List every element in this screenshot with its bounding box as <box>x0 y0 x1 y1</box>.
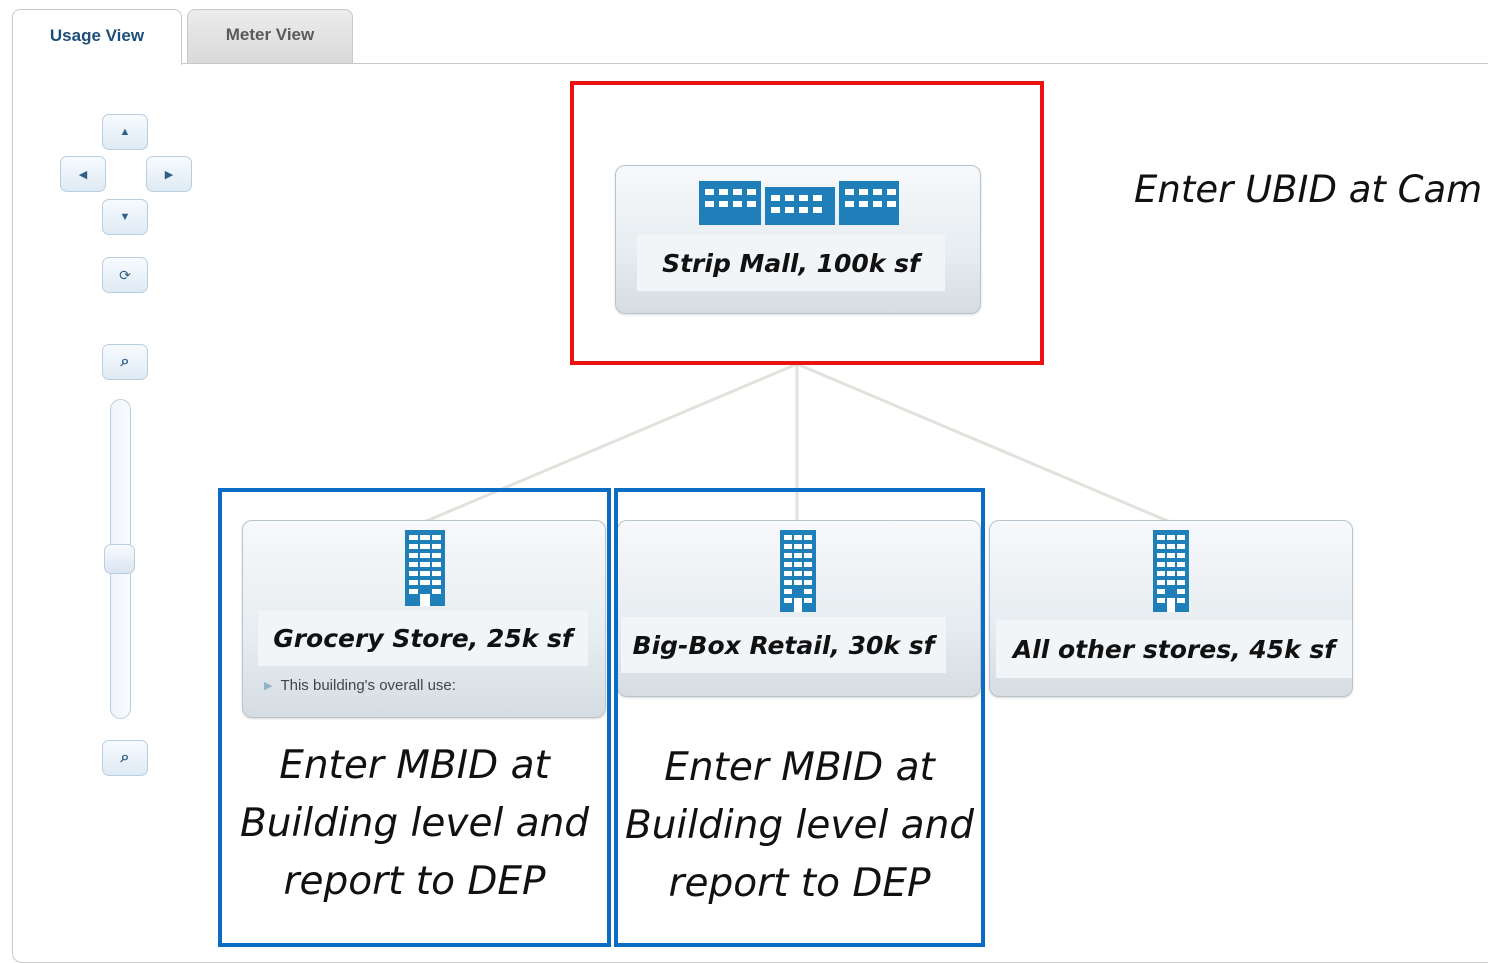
pan-left-button[interactable]: ◀ <box>60 156 106 192</box>
node-strip-mall[interactable]: Strip Mall, 100k sf <box>615 165 981 314</box>
node-grocery-store[interactable]: Grocery Store, 25k sf ▶ This building's … <box>242 520 606 718</box>
annotation-box-mbid-2 <box>614 488 985 947</box>
annotation-line: report to DEP <box>283 859 546 904</box>
zoom-in-button[interactable]: ⌕ <box>102 344 148 380</box>
caret-down-icon: ▼ <box>119 211 131 223</box>
annotation-mbid-text-1: Enter MBID at Building level and report … <box>222 737 607 911</box>
node-usage-toggle[interactable]: ▶ This building's overall use: <box>264 677 456 694</box>
caret-right-icon: ▶ <box>164 168 174 181</box>
annotation-mbid-text-2: Enter MBID at Building level and report … <box>618 739 981 913</box>
annotation-box-mbid-1 <box>218 488 611 947</box>
zoom-out-icon: ⌕ <box>120 749 130 766</box>
zoom-in-icon: ⌕ <box>120 353 130 370</box>
pan-down-button[interactable]: ▼ <box>102 199 148 235</box>
zoom-out-button[interactable]: ⌕ <box>102 740 148 776</box>
annotation-line: Enter MBID at <box>279 743 550 788</box>
annotation-box-campus <box>570 81 1044 365</box>
annotation-line: Building level and <box>239 801 590 846</box>
zoom-slider-thumb[interactable] <box>104 544 135 574</box>
node-usage-text: This building's overall use: <box>280 677 456 694</box>
tab-usage-view[interactable]: Usage View <box>12 9 182 65</box>
reset-view-button[interactable]: ⟳ <box>102 257 148 293</box>
building-icon <box>1153 530 1189 612</box>
pan-right-button[interactable]: ▶ <box>146 156 192 192</box>
node-all-other-stores[interactable]: All other stores, 45k sf <box>989 520 1353 697</box>
annotation-line: report to DEP <box>668 861 931 906</box>
rotate-icon: ⟳ <box>119 266 131 283</box>
annotation-line: Enter MBID at <box>664 745 935 790</box>
node-label: Strip Mall, 100k sf <box>637 235 945 291</box>
building-icon <box>405 530 445 606</box>
caret-up-icon: ▲ <box>119 126 131 138</box>
node-label: Big-Box Retail, 30k sf <box>621 617 946 673</box>
pan-up-button[interactable]: ▲ <box>102 114 148 150</box>
annotation-line: Building level and <box>624 803 975 848</box>
caret-right-icon: ▶ <box>264 680 273 692</box>
node-label: All other stores, 45k sf <box>996 620 1352 678</box>
building-icon <box>780 530 816 612</box>
tab-meter-view[interactable]: Meter View <box>187 9 353 64</box>
caret-left-icon: ◀ <box>78 168 88 181</box>
connector-line <box>423 362 798 524</box>
annotation-ubid-text: Enter UBID at Cam <box>1134 168 1483 211</box>
node-big-box-retail[interactable]: Big-Box Retail, 30k sf <box>617 520 981 697</box>
connector-line <box>796 362 1171 524</box>
building-complex-icon <box>699 181 899 225</box>
tab-bar: Usage View Meter View <box>0 0 1488 65</box>
node-label: Grocery Store, 25k sf <box>258 611 588 666</box>
